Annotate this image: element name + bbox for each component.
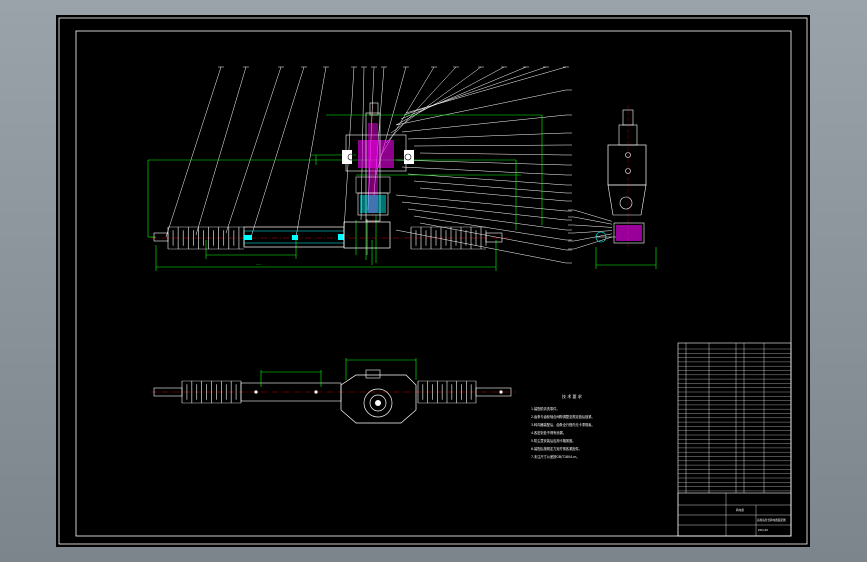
tech-note-line-1: 1.装配前清洗零件。 bbox=[531, 406, 560, 411]
top-right-boot bbox=[417, 380, 477, 404]
parts-list-table: 转向器 齿轮齿条式转向器装配图 ZXQ-00 bbox=[677, 342, 792, 537]
tech-note-line-3: 3.转向器装配后，齿条全行程内无卡滞现象。 bbox=[531, 422, 595, 427]
side-housing-top bbox=[607, 144, 647, 186]
side-view bbox=[595, 105, 657, 269]
parts-list-columns bbox=[685, 343, 765, 493]
dim-length-label: ╌╌╌ bbox=[256, 263, 262, 267]
left-dust-boot bbox=[167, 226, 245, 250]
tech-note-line-5: 5.防尘罩安装后应用卡箍紧固。 bbox=[531, 438, 575, 443]
right-tie-rod-end bbox=[485, 232, 503, 243]
pinion-bearing bbox=[360, 195, 386, 213]
title-block bbox=[677, 492, 792, 537]
right-bushing bbox=[338, 234, 344, 240]
right-dust-boot bbox=[410, 226, 487, 250]
left-bushing bbox=[244, 235, 252, 240]
tech-note-line-6: 6.装配后按规定力矩拧紧各紧固件。 bbox=[531, 446, 582, 451]
title-block-name: 转向器 bbox=[736, 508, 744, 512]
tech-note-line-2: 2.齿条与齿轮啮合间隙调整至规定值后锁紧。 bbox=[531, 414, 595, 419]
side-rack-section bbox=[616, 225, 642, 241]
drawing-sheet: ╌╌╌ bbox=[56, 15, 810, 547]
tech-note-line-4: 4.各密封处不得有渗漏。 bbox=[531, 430, 566, 435]
top-left-boot bbox=[181, 380, 242, 404]
top-right-tie-rod bbox=[475, 387, 512, 397]
parts-list-rows bbox=[678, 348, 791, 492]
inner-frame bbox=[75, 30, 792, 537]
main-section-view: ╌╌╌ bbox=[147, 66, 613, 271]
left-tie-rod-end bbox=[153, 232, 169, 242]
top-view bbox=[151, 358, 516, 424]
side-dimensions bbox=[595, 247, 657, 269]
tech-note-line-7: 7.未注尺寸公差按GB/T1804-m。 bbox=[531, 454, 580, 459]
main-dimensions bbox=[147, 114, 543, 271]
outer-frame bbox=[58, 17, 808, 545]
top-dimensions bbox=[260, 358, 417, 387]
right-port bbox=[404, 150, 414, 164]
left-port bbox=[342, 150, 352, 164]
assembly-drawing: ╌╌╌ bbox=[58, 17, 808, 545]
top-pinion-housing bbox=[340, 374, 417, 424]
technical-requirements: 技 术 要 求 1.装配前清洗零件。 2.齿条与齿轮啮合间隙调整至规定值后锁紧。… bbox=[531, 393, 595, 459]
title-block-school: 齿轮齿条式转向器装配图 bbox=[757, 518, 786, 522]
title-block-drawing-no: ZXQ-00 bbox=[758, 528, 768, 532]
tech-notes-title: 技 术 要 求 bbox=[562, 393, 582, 399]
